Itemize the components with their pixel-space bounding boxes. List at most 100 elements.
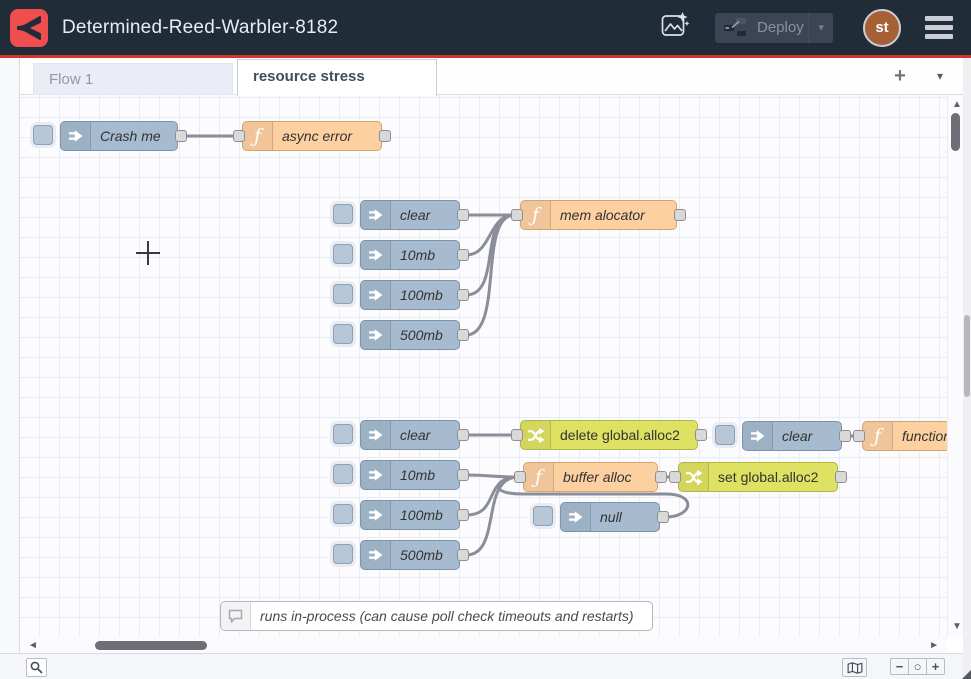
node-label: 10mb	[400, 241, 435, 269]
inject-trigger-button[interactable]	[333, 504, 353, 524]
inject-icon	[361, 321, 391, 349]
scroll-right-arrow[interactable]: ►	[929, 641, 939, 651]
deploy-label: Deploy	[757, 19, 804, 36]
input-port[interactable]	[511, 429, 523, 441]
scroll-down-arrow[interactable]: ▼	[952, 622, 962, 632]
node-crash-me[interactable]: Crash me	[60, 121, 178, 151]
node-label: clear	[400, 201, 430, 229]
node-set-global-alloc2[interactable]: set global.alloc2	[678, 462, 838, 492]
output-port[interactable]	[457, 429, 469, 441]
node-10mb-a[interactable]: 10mb	[360, 240, 460, 270]
node-comment[interactable]: runs in-process (can cause poll check ti…	[220, 601, 653, 631]
node-100mb-b[interactable]: 100mb	[360, 500, 460, 530]
output-port[interactable]	[457, 249, 469, 261]
scroll-up-arrow[interactable]: ▲	[952, 100, 962, 110]
input-port[interactable]	[853, 430, 865, 442]
comment-icon	[221, 602, 251, 630]
vertical-scroll-thumb[interactable]	[951, 113, 960, 151]
search-flows-button[interactable]	[26, 658, 47, 677]
change-icon	[679, 463, 709, 491]
inject-trigger-button[interactable]	[33, 125, 53, 145]
output-port[interactable]	[175, 130, 187, 142]
image-sparkle-icon[interactable]	[661, 12, 689, 43]
node-async-error[interactable]: ƒasync error	[242, 121, 382, 151]
node-label: runs in-process (can cause poll check ti…	[260, 602, 634, 630]
inject-trigger-button[interactable]	[333, 464, 353, 484]
editor-vertical-scrollbar[interactable]: ▲ ▼	[947, 95, 963, 637]
node-100mb-a[interactable]: 100mb	[360, 280, 460, 310]
inject-icon	[561, 503, 591, 531]
inject-trigger-button[interactable]	[533, 506, 553, 526]
node-label: set global.alloc2	[718, 463, 818, 491]
deploy-button[interactable]: Deploy ▾	[715, 13, 833, 43]
node-500mb-b[interactable]: 500mb	[360, 540, 460, 570]
node-clear-a[interactable]: clear	[360, 200, 460, 230]
output-port[interactable]	[457, 329, 469, 341]
input-port[interactable]	[233, 130, 245, 142]
zoom-reset-button[interactable]: ○	[908, 658, 927, 675]
user-avatar[interactable]: st	[863, 9, 901, 47]
change-icon	[521, 421, 551, 449]
node-mem-alocator[interactable]: ƒmem alocator	[520, 200, 677, 230]
input-port[interactable]	[669, 471, 681, 483]
inject-trigger-button[interactable]	[333, 244, 353, 264]
function-icon: ƒ	[243, 122, 273, 150]
tab-flow-1[interactable]: Flow 1	[33, 63, 233, 95]
node-label: clear	[782, 422, 812, 450]
inject-trigger-button[interactable]	[333, 204, 353, 224]
inject-trigger-button[interactable]	[333, 544, 353, 564]
output-port[interactable]	[457, 509, 469, 521]
output-port[interactable]	[457, 289, 469, 301]
node-buffer-alloc[interactable]: ƒbuffer alloc	[523, 462, 658, 492]
main-menu-button[interactable]	[925, 12, 953, 43]
inject-icon	[361, 541, 391, 569]
inject-icon	[361, 421, 391, 449]
output-port[interactable]	[695, 429, 707, 441]
flow-canvas[interactable]: Crash me ƒasync error clear 10mb 100mb 500mb ƒ…	[20, 95, 947, 637]
flow-list-caret[interactable]: ▾	[929, 63, 951, 89]
deploy-options-caret[interactable]: ▾	[808, 13, 833, 43]
node-10mb-b[interactable]: 10mb	[360, 460, 460, 490]
inject-trigger-button[interactable]	[333, 424, 353, 444]
node-500mb-a[interactable]: 500mb	[360, 320, 460, 350]
header-bar: Determined-Reed-Warbler-8182 Deploy ▾ st	[0, 0, 971, 58]
zoom-out-button[interactable]: −	[890, 658, 909, 675]
node-delete-global-alloc2[interactable]: delete global.alloc2	[520, 420, 698, 450]
output-port[interactable]	[835, 471, 847, 483]
output-port[interactable]	[457, 549, 469, 561]
search-icon	[30, 661, 43, 674]
flowfuse-logo-icon[interactable]	[10, 9, 48, 47]
instance-title: Determined-Reed-Warbler-8182	[62, 17, 338, 39]
add-flow-button[interactable]: +	[887, 62, 913, 90]
output-port[interactable]	[379, 130, 391, 142]
zoom-in-button[interactable]: +	[926, 658, 945, 675]
node-null-inject[interactable]: null	[560, 502, 660, 532]
editor-horizontal-scrollbar[interactable]: ◄ ►	[20, 637, 947, 653]
horizontal-scroll-thumb[interactable]	[95, 641, 207, 650]
node-label: 10mb	[400, 461, 435, 489]
browser-scroll-thumb[interactable]	[964, 315, 970, 397]
avatar-initials: st	[875, 19, 888, 36]
input-port[interactable]	[514, 471, 526, 483]
workspace-footer: − ○ +	[0, 653, 963, 679]
navigator-map-button[interactable]	[842, 658, 867, 677]
input-port[interactable]	[511, 209, 523, 221]
output-port[interactable]	[657, 511, 669, 523]
output-port[interactable]	[839, 430, 851, 442]
inject-icon	[361, 461, 391, 489]
output-port[interactable]	[457, 209, 469, 221]
function-icon: ƒ	[521, 201, 551, 229]
scroll-left-arrow[interactable]: ◄	[28, 641, 38, 651]
inject-trigger-button[interactable]	[333, 324, 353, 344]
window-resize-grip[interactable]	[962, 670, 971, 679]
output-port[interactable]	[674, 209, 686, 221]
node-clear-c[interactable]: clear	[742, 421, 842, 451]
output-port[interactable]	[457, 469, 469, 481]
inject-trigger-button[interactable]	[333, 284, 353, 304]
node-function-clipped[interactable]: ƒfunction	[862, 421, 947, 451]
node-clear-b[interactable]: clear	[360, 420, 460, 450]
inject-trigger-button[interactable]	[715, 425, 735, 445]
output-port[interactable]	[655, 471, 667, 483]
browser-scrollbar[interactable]	[963, 58, 971, 679]
tab-resource-stress[interactable]: resource stress	[237, 59, 437, 96]
